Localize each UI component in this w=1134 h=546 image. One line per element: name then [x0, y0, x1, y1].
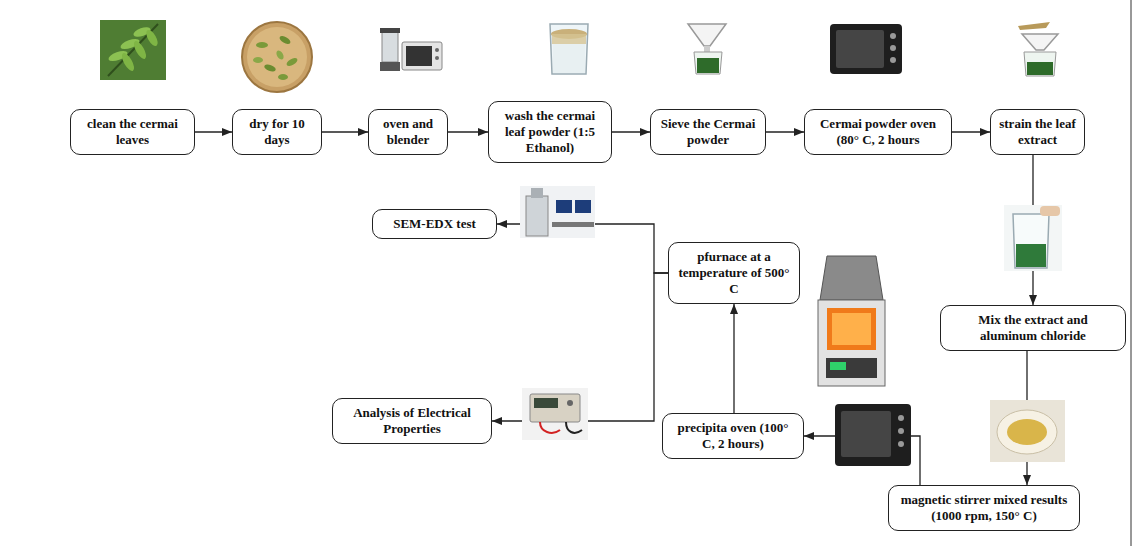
- blender-oven-picture: [380, 28, 442, 71]
- step-label: oven and blender: [377, 116, 439, 148]
- sieve-picture: [688, 24, 726, 74]
- beaker-picture: [550, 24, 588, 74]
- extract-beaker-picture: [1004, 205, 1062, 271]
- step-label: clean the cermai leaves: [79, 116, 186, 148]
- process-box: oven and blender: [368, 109, 448, 155]
- step-label: pfurnace at a temperature of 500° C: [677, 249, 791, 297]
- step-label: SEM-EDX test: [381, 216, 488, 232]
- process-box: wash the cermai leaf powder (1:5 Ethanol…: [488, 101, 612, 163]
- furnace-picture: [818, 256, 885, 386]
- flow-arrow: [195, 131, 232, 132]
- toaster-oven-picture: [830, 24, 902, 74]
- drying-oven-picture: [835, 404, 911, 466]
- flow-arrow: [492, 273, 668, 421]
- process-box: Cermai powder oven (80° C, 2 hours: [804, 109, 952, 155]
- step-label: magnetic stirrer mixed results (1000 rpm…: [897, 492, 1071, 524]
- step-label: Cermai powder oven (80° C, 2 hours: [813, 116, 943, 148]
- flow-arrow: [733, 304, 734, 413]
- process-box: magnetic stirrer mixed results (1000 rpm…: [888, 485, 1080, 531]
- drying-tray-picture: [242, 22, 312, 92]
- frame-line: [1131, 0, 1132, 546]
- step-label: Analysis of Electrical Properties: [341, 405, 483, 437]
- flow-arrow: [612, 131, 650, 132]
- step-label: precipita oven (100° C, 2 hours): [671, 420, 795, 452]
- process-box: SEM-EDX test: [372, 209, 497, 239]
- process-box: pfurnace at a temperature of 500° C: [668, 242, 800, 304]
- step-label: strain the leaf extract: [999, 116, 1076, 148]
- flow-arrow: [766, 131, 804, 132]
- process-box: Mix the extract and aluminum chloride: [940, 305, 1126, 351]
- process-box: Sieve the Cermai powder: [650, 109, 766, 155]
- step-label: wash the cermai leaf powder (1:5 Ethanol…: [497, 108, 603, 156]
- strainer-picture: [1018, 22, 1058, 76]
- process-box: Analysis of Electrical Properties: [332, 398, 492, 444]
- flow-arrow: [448, 131, 488, 132]
- leaves-picture: [100, 20, 166, 80]
- flow-arrow: [952, 131, 990, 132]
- process-box: strain the leaf extract: [990, 109, 1085, 155]
- process-box: dry for 10 days: [232, 109, 322, 155]
- step-label: Mix the extract and aluminum chloride: [949, 312, 1117, 344]
- multimeter-picture: [522, 388, 588, 440]
- flow-arrow: [322, 131, 368, 132]
- process-box: clean the cermai leaves: [70, 109, 195, 155]
- step-label: Sieve the Cermai powder: [659, 116, 757, 148]
- process-box: precipita oven (100° C, 2 hours): [662, 413, 804, 459]
- mixture-dish-picture: [990, 400, 1065, 462]
- step-label: dry for 10 days: [241, 116, 313, 148]
- sem-instrument-picture: [520, 186, 595, 238]
